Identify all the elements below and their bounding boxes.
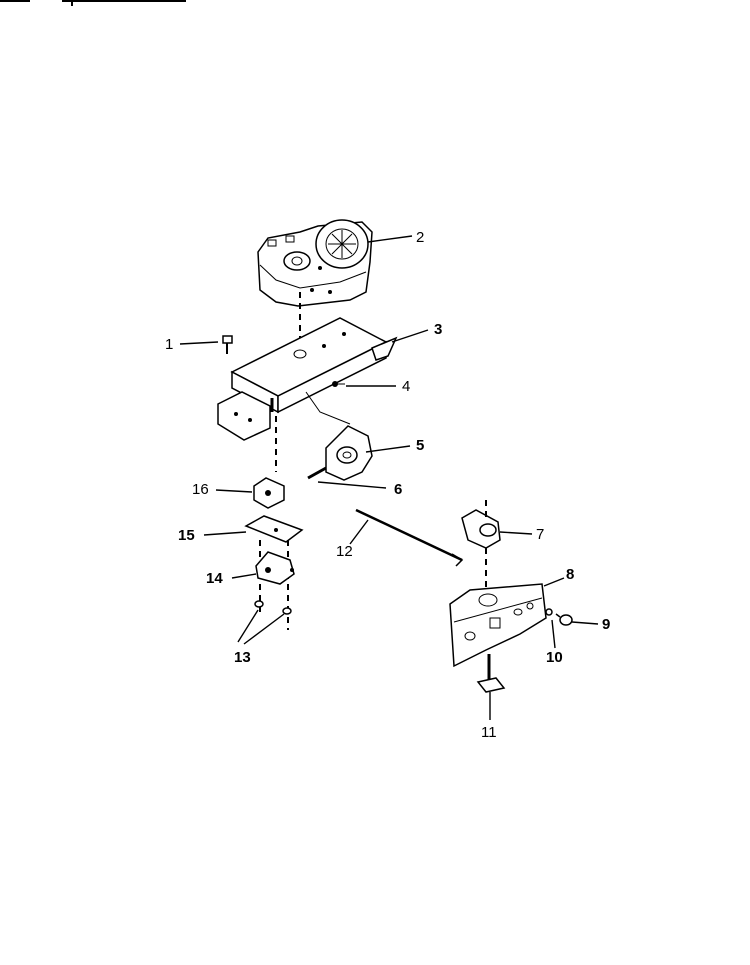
callout-5: 5 [416,437,424,454]
callout-2: 2 [416,229,424,246]
header-marks [0,0,186,6]
callout-13: 13 [234,649,251,666]
callout-16: 16 [192,481,209,498]
callout-15: 15 [178,527,195,544]
callout-10: 10 [546,649,563,666]
part-4-screw [332,381,345,387]
part-8-lower-bracket [449,583,547,668]
part-13-nuts [254,600,292,615]
part-11-bolt [476,654,506,693]
part-10-washer [545,608,553,616]
part-3-mounting-bracket [217,317,398,441]
part-5-cam [325,425,373,481]
part-12-rod [355,508,464,567]
callout-6: 6 [394,481,402,498]
callout-9: 9 [602,616,610,633]
callout-7: 7 [536,526,544,543]
callout-3: 3 [434,321,442,338]
callout-8: 8 [566,566,574,583]
callout-4: 4 [402,378,410,395]
callout-1: 1 [165,336,173,353]
callout-11: 11 [481,724,497,741]
part-6-pin [307,466,327,480]
part-7-actuator [461,509,501,549]
part-2-motor-housing [257,219,373,307]
part-15-plate [244,515,304,543]
part-16-switch [253,477,285,509]
part-1-screw [222,335,233,354]
callout-14: 14 [206,570,223,587]
callout-12: 12 [336,543,353,560]
part-14-switch [255,551,295,585]
part-9-screw [555,613,573,626]
leader-lines [179,235,599,720]
